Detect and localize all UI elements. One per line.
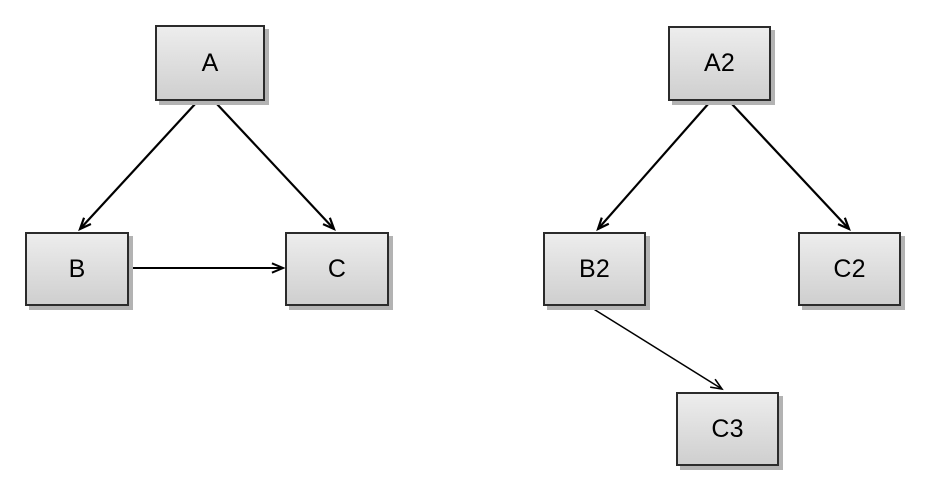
arrowhead-icon bbox=[710, 378, 724, 391]
node-c3[interactable]: C3 bbox=[676, 392, 779, 466]
node-b[interactable]: B bbox=[25, 232, 129, 306]
node-label: A2 bbox=[704, 49, 735, 77]
edge-line bbox=[591, 307, 723, 390]
node-label: B2 bbox=[579, 254, 610, 283]
node-c2[interactable]: C2 bbox=[798, 232, 901, 306]
arrowhead-icon bbox=[837, 217, 851, 232]
edge-a-b bbox=[78, 102, 197, 232]
node-label: B bbox=[68, 254, 86, 283]
node-a2[interactable]: A2 bbox=[668, 26, 771, 101]
edge-line bbox=[79, 102, 197, 230]
edge-b-c bbox=[131, 262, 286, 274]
node-label: A bbox=[201, 48, 219, 77]
edge-line bbox=[215, 102, 335, 230]
edge-a2-b2 bbox=[596, 102, 710, 232]
arrowhead-icon bbox=[271, 262, 286, 274]
edge-b2-c3 bbox=[591, 307, 724, 391]
node-a[interactable]: A bbox=[155, 25, 265, 101]
edge-a-c bbox=[215, 102, 336, 232]
node-b2[interactable]: B2 bbox=[543, 232, 646, 306]
arrowhead-icon bbox=[596, 217, 610, 232]
node-label: C2 bbox=[833, 254, 866, 283]
node-c[interactable]: C bbox=[285, 232, 389, 306]
edge-line bbox=[730, 102, 850, 230]
node-label: C bbox=[327, 254, 347, 283]
arrowhead-icon bbox=[322, 217, 336, 232]
edge-line bbox=[597, 102, 710, 230]
edge-a2-c2 bbox=[730, 102, 851, 232]
arrowhead-icon bbox=[78, 217, 92, 232]
node-label: C3 bbox=[711, 414, 744, 443]
